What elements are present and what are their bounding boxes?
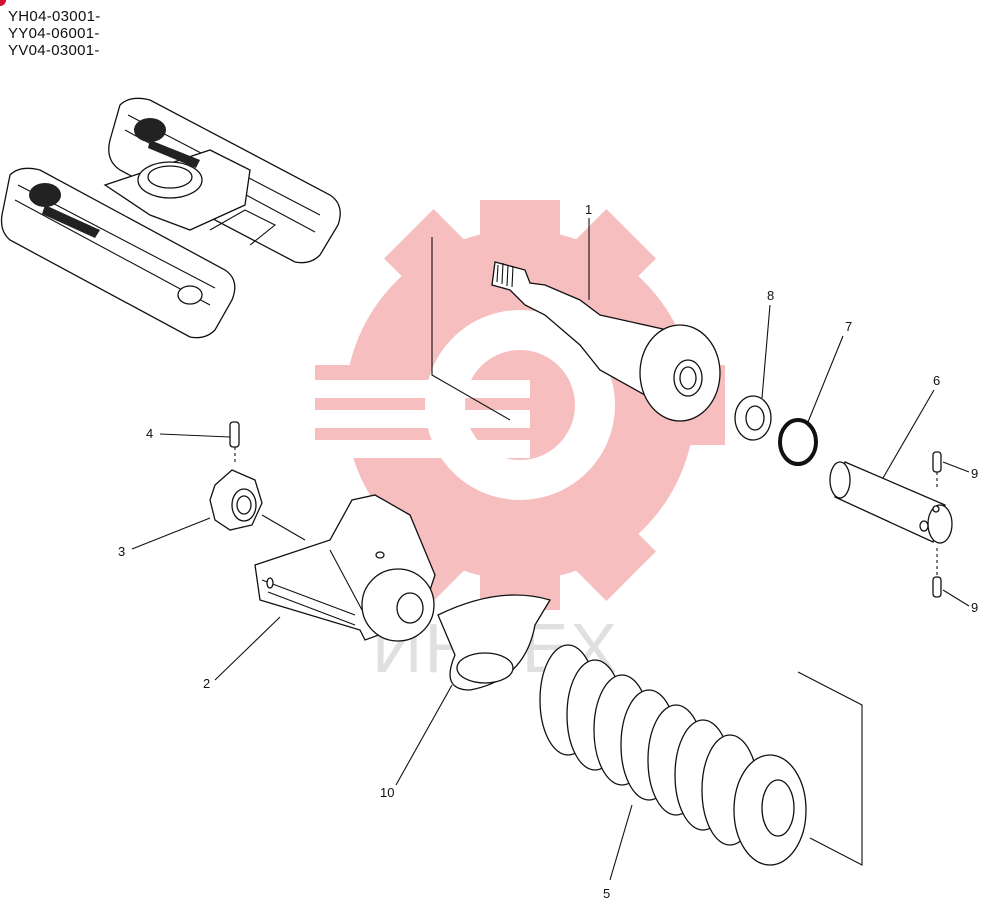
red-dot-icon [0, 0, 6, 6]
part-8-spacer [734, 395, 772, 441]
serial-number-list: YH04-03001- YY04-06001- YV04-03001- [8, 8, 101, 59]
callout-3: 3 [118, 544, 125, 559]
callout-6: 6 [933, 373, 940, 388]
callout-9b: 9 [971, 600, 978, 615]
track-frame-illustration [0, 97, 341, 339]
callout-8: 8 [767, 288, 774, 303]
serial-number-3: YV04-03001- [8, 42, 100, 59]
callout-5: 5 [603, 886, 610, 901]
serial-number-1: YH04-03001- [8, 8, 101, 25]
part-5-spring [539, 644, 863, 866]
part-3-nut [209, 469, 306, 541]
serial-number-2: YY04-06001- [8, 25, 100, 42]
leader-lines [131, 218, 970, 881]
callout-10: 10 [380, 785, 394, 800]
part-2-yoke [254, 494, 436, 642]
callout-9a: 9 [971, 466, 978, 481]
part-6-pin [829, 461, 953, 544]
part-10-shim [437, 594, 551, 691]
part-1-shaft [431, 237, 721, 422]
part-4-pin [229, 421, 240, 463]
callout-1: 1 [585, 202, 592, 217]
callout-4: 4 [146, 426, 153, 441]
callout-7: 7 [845, 319, 852, 334]
part-7-snap-ring [778, 418, 818, 466]
part-9-pins [932, 451, 942, 598]
callout-2: 2 [203, 676, 210, 691]
